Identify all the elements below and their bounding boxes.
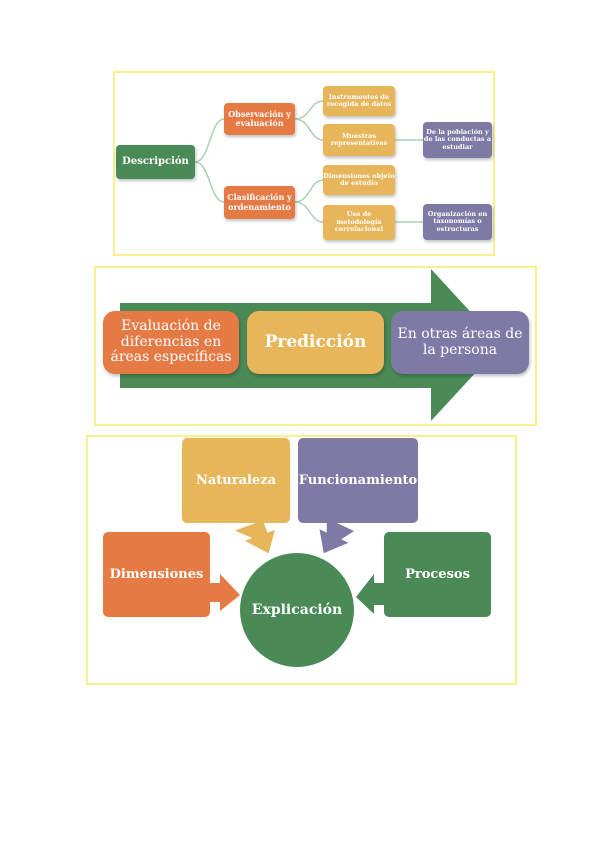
connector-obs-instr	[294, 100, 324, 120]
node-descripcion: Descripción	[116, 145, 195, 179]
diagram-2-frame	[94, 266, 537, 426]
node-instrumentos-label: Instrumentos de recogida de datos	[326, 92, 392, 108]
node-organizacion: Organización en taxonomías o estructuras	[423, 204, 492, 240]
funcionamiento-label-box: Funcionamiento	[298, 438, 418, 523]
node-instrumentos: Instrumentos de recogida de datos	[323, 86, 395, 116]
node-uso-metodologia: Uso de metodología correlacional	[323, 205, 395, 240]
explicacion-label: Explicación	[251, 602, 343, 618]
procesos-label-box: Procesos	[384, 532, 491, 617]
node-dimensiones-objeto: Dimensiones objeto de estudio	[323, 165, 395, 195]
node-descripcion-label: Descripción	[122, 156, 189, 168]
box-evaluacion-diferencias: Evaluación de diferencias en áreas espec…	[103, 311, 239, 374]
box-prediccion: Predicción	[247, 311, 384, 374]
box-evaluacion-diferencias-label: Evaluación de diferencias en áreas espec…	[110, 318, 232, 366]
node-muestras-label: Muestras representativas	[330, 131, 388, 147]
diagram-3-frame	[86, 435, 517, 685]
procesos-callout	[356, 532, 491, 617]
connector-obs-muestras	[294, 118, 324, 141]
node-dimensiones-objeto-label: Dimensiones objeto de estudio	[323, 171, 395, 187]
connector-root-clas	[194, 161, 225, 203]
node-observacion-label: Observación y evaluación	[228, 108, 291, 128]
node-muestras: Muestras representativas	[323, 124, 395, 156]
box-otras-areas: En otras áreas de la persona	[391, 311, 529, 374]
box-prediccion-label: Predicción	[264, 332, 367, 353]
funcionamiento-label: Funcionamiento	[298, 473, 418, 488]
explicacion-label-box: Explicación	[240, 585, 354, 635]
box-otras-areas-label: En otras áreas de la persona	[397, 326, 523, 358]
node-observacion: Observación y evaluación	[224, 103, 295, 135]
procesos-label: Procesos	[405, 567, 470, 582]
node-poblacion: De la población y de las conductas a est…	[423, 122, 492, 158]
connector-clas-dim	[294, 179, 324, 203]
connector-clas-uso	[294, 201, 324, 223]
diagram-1-frame	[113, 71, 495, 256]
funcionamiento-callout	[298, 438, 418, 554]
naturaleza-label-box: Naturaleza	[182, 438, 290, 523]
dimensiones-label: Dimensiones	[109, 567, 204, 582]
node-organizacion-label: Organización en taxonomías o estructuras	[427, 209, 488, 233]
node-poblacion-label: De la población y de las conductas a est…	[423, 127, 492, 151]
naturaleza-callout	[182, 438, 290, 554]
dimensiones-callout	[103, 532, 240, 617]
dimensiones-label-box: Dimensiones	[103, 532, 210, 617]
node-clasificacion-label: Clasificación y ordenamiento	[227, 192, 292, 212]
node-clasificacion: Clasificación y ordenamiento	[224, 186, 295, 219]
connector-root-obs	[194, 118, 225, 163]
naturaleza-label: Naturaleza	[195, 473, 277, 488]
node-uso-metodologia-label: Uso de metodología correlacional	[334, 210, 384, 234]
explicacion-circle	[240, 553, 354, 667]
